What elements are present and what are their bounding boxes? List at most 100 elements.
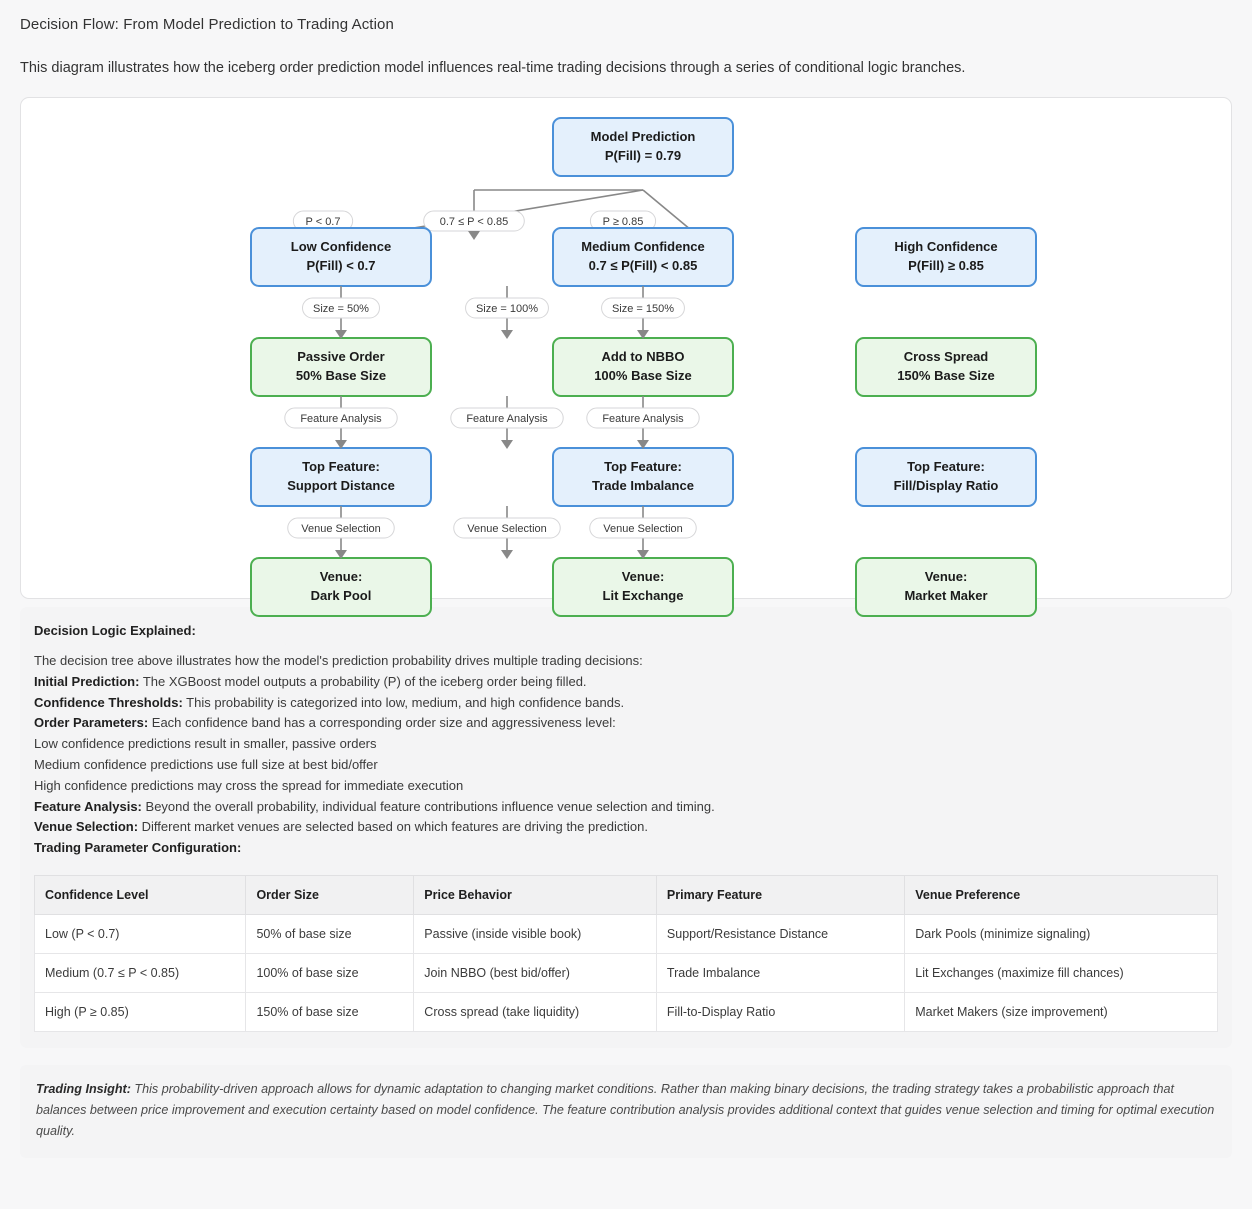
trading-insight-panel: Trading Insight: This probability-driven… xyxy=(20,1064,1232,1158)
node-high-order-box xyxy=(855,337,1037,397)
edge-label-p-lt-07-text: P < 0.7 xyxy=(306,216,341,228)
node-model-prediction-line2: P(Fill) = 0.79 xyxy=(605,148,681,163)
node-low-feature[interactable]: Top Feature:Support Distance xyxy=(250,447,432,507)
table-cell: 100% of base size xyxy=(245,952,415,993)
node-medium-feature-line1: Top Feature: xyxy=(604,459,682,474)
node-medium-venue-line1: Venue: xyxy=(622,569,665,584)
decision-logic-line: The decision tree above illustrates how … xyxy=(34,651,1218,672)
node-low-order-box xyxy=(250,337,432,397)
node-high-feature[interactable]: Top Feature:Fill/Display Ratio xyxy=(855,447,1037,507)
decision-logic-line-text: This probability is categorized into low… xyxy=(182,694,625,710)
decision-logic-line-text: Low confidence predictions result in sma… xyxy=(34,736,377,752)
decision-logic-line-label: Order Parameters: xyxy=(34,715,149,731)
decision-logic-line: Order Parameters: Each confidence band h… xyxy=(34,713,1218,734)
decision-logic-panel: Decision Logic Explained: The decision t… xyxy=(20,607,1232,1048)
decision-logic-lines: The decision tree above illustrates how … xyxy=(34,651,1218,859)
node-medium-feature[interactable]: Top Feature:Trade Imbalance xyxy=(552,447,734,507)
edge-label-medium-size-text: Size = 150% xyxy=(612,303,674,315)
decision-logic-line-label: Confidence Thresholds: xyxy=(34,694,183,710)
edge-label-p-lt-07-bg xyxy=(292,210,354,232)
table-row: Medium (0.7 ≤ P < 0.85)100% of base size… xyxy=(33,952,1218,993)
edge-label-medium-venue-selection: Venue Selection xyxy=(589,517,697,539)
node-high-confidence-line1: High Confidence xyxy=(894,239,997,254)
edge-label-low-venue-selection: Venue Selection xyxy=(287,517,395,539)
table-column-header: Primary Feature xyxy=(655,874,906,915)
edge-label-mid-size-text: Size = 100% xyxy=(476,303,538,315)
trading-insight-label: Trading Insight: xyxy=(36,1081,131,1096)
node-high-venue-line1: Venue: xyxy=(925,569,968,584)
decision-logic-line: Feature Analysis: Beyond the overall pro… xyxy=(34,797,1218,818)
node-medium-confidence-line2: 0.7 ≤ P(Fill) < 0.85 xyxy=(589,258,698,273)
edge-label-mid-feature-analysis: Feature Analysis xyxy=(450,407,564,429)
decision-logic-line: Initial Prediction: The XGBoost model ou… xyxy=(34,672,1218,693)
edge-label-low-venue-selection-bg xyxy=(287,517,395,539)
arrowhead-medium-feature-analysis xyxy=(637,440,649,449)
node-model-prediction-box xyxy=(552,117,734,177)
decision-logic-line: Venue Selection: Different market venues… xyxy=(34,817,1218,838)
edge-label-medium-size: Size = 150% xyxy=(601,297,685,319)
decision-logic-line-text: Beyond the overall probability, individu… xyxy=(141,798,715,814)
trading-insight-text: This probability-driven approach allows … xyxy=(36,1081,1215,1138)
table-column-header: Venue Preference xyxy=(904,874,1218,915)
edge-label-mid-venue-selection-bg xyxy=(453,517,561,539)
edge-label-p-mid-bg xyxy=(423,210,525,232)
node-low-venue-line1: Venue: xyxy=(320,569,363,584)
decision-logic-heading: Decision Logic Explained: xyxy=(34,623,196,638)
arrowhead-root-high xyxy=(697,234,709,243)
table-column-header: Order Size xyxy=(245,874,415,915)
table-cell: High (P ≥ 0.85) xyxy=(33,991,247,1032)
edge-label-p-lt-07: P < 0.7 xyxy=(292,210,354,232)
node-medium-order[interactable]: Add to NBBO 100% Base Size xyxy=(552,337,734,397)
table-cell: Medium (0.7 ≤ P < 0.85) xyxy=(33,952,247,993)
node-medium-order-line2: 100% Base Size xyxy=(594,368,692,383)
node-medium-order-line1: Add to NBBO xyxy=(601,349,684,364)
decision-logic-line-text: High confidence predictions may cross th… xyxy=(34,777,464,793)
node-medium-venue-line2: Lit Exchange xyxy=(603,588,684,603)
edge-root-to-high xyxy=(642,189,704,241)
decision-logic-line: High confidence predictions may cross th… xyxy=(34,776,1218,797)
page-title: Decision Flow: From Model Prediction to … xyxy=(20,16,394,33)
node-high-venue-line2: Market Maker xyxy=(904,588,987,603)
arrowhead-medium-venue-selection xyxy=(637,550,649,559)
decision-logic-line-label: Feature Analysis: xyxy=(34,798,142,814)
decision-logic-line-label: Trading Parameter Configuration: xyxy=(34,840,242,856)
decision-logic-line: Confidence Thresholds: This probability … xyxy=(34,693,1218,714)
node-high-order-line2: 150% Base Size xyxy=(897,368,995,383)
node-high-feature-line1: Top Feature: xyxy=(907,459,985,474)
page-subtitle: This diagram illustrates how the iceberg… xyxy=(20,60,966,76)
arrowhead-mid-venue-selection xyxy=(501,550,513,559)
edge-label-p-ge-085-bg xyxy=(589,210,657,232)
edge-label-medium-venue-selection-bg xyxy=(589,517,697,539)
edge-label-low-size-text: Size = 50% xyxy=(313,303,369,315)
arrowhead-root-low xyxy=(333,234,345,243)
table-cell: Join NBBO (best bid/offer) xyxy=(413,952,657,993)
edge-label-medium-size-bg xyxy=(601,297,685,319)
arrowhead-low-size xyxy=(335,330,347,339)
decision-logic-line-text: The XGBoost model outputs a probability … xyxy=(139,673,587,689)
node-low-venue-line2: Dark Pool xyxy=(311,588,372,603)
table-cell: 50% of base size xyxy=(245,913,415,954)
edge-label-p-mid-text: 0.7 ≤ P < 0.85 xyxy=(440,216,509,228)
edge-label-low-feature-analysis-bg xyxy=(284,407,398,429)
edge-label-medium-feature-analysis: Feature Analysis xyxy=(586,407,700,429)
table-cell: Dark Pools (minimize signaling) xyxy=(904,913,1218,954)
arrowhead-low-feature-analysis xyxy=(335,440,347,449)
decision-logic-line-text: Medium confidence predictions use full s… xyxy=(34,756,378,772)
node-low-feature-box xyxy=(250,447,432,507)
decision-logic-line: Low confidence predictions result in sma… xyxy=(34,734,1218,755)
decision-logic-line-text: Each confidence band has a corresponding… xyxy=(148,715,616,731)
edge-label-mid-feature-analysis-bg xyxy=(450,407,564,429)
node-medium-order-box xyxy=(552,337,734,397)
node-low-order-line2: 50% Base Size xyxy=(296,368,386,383)
